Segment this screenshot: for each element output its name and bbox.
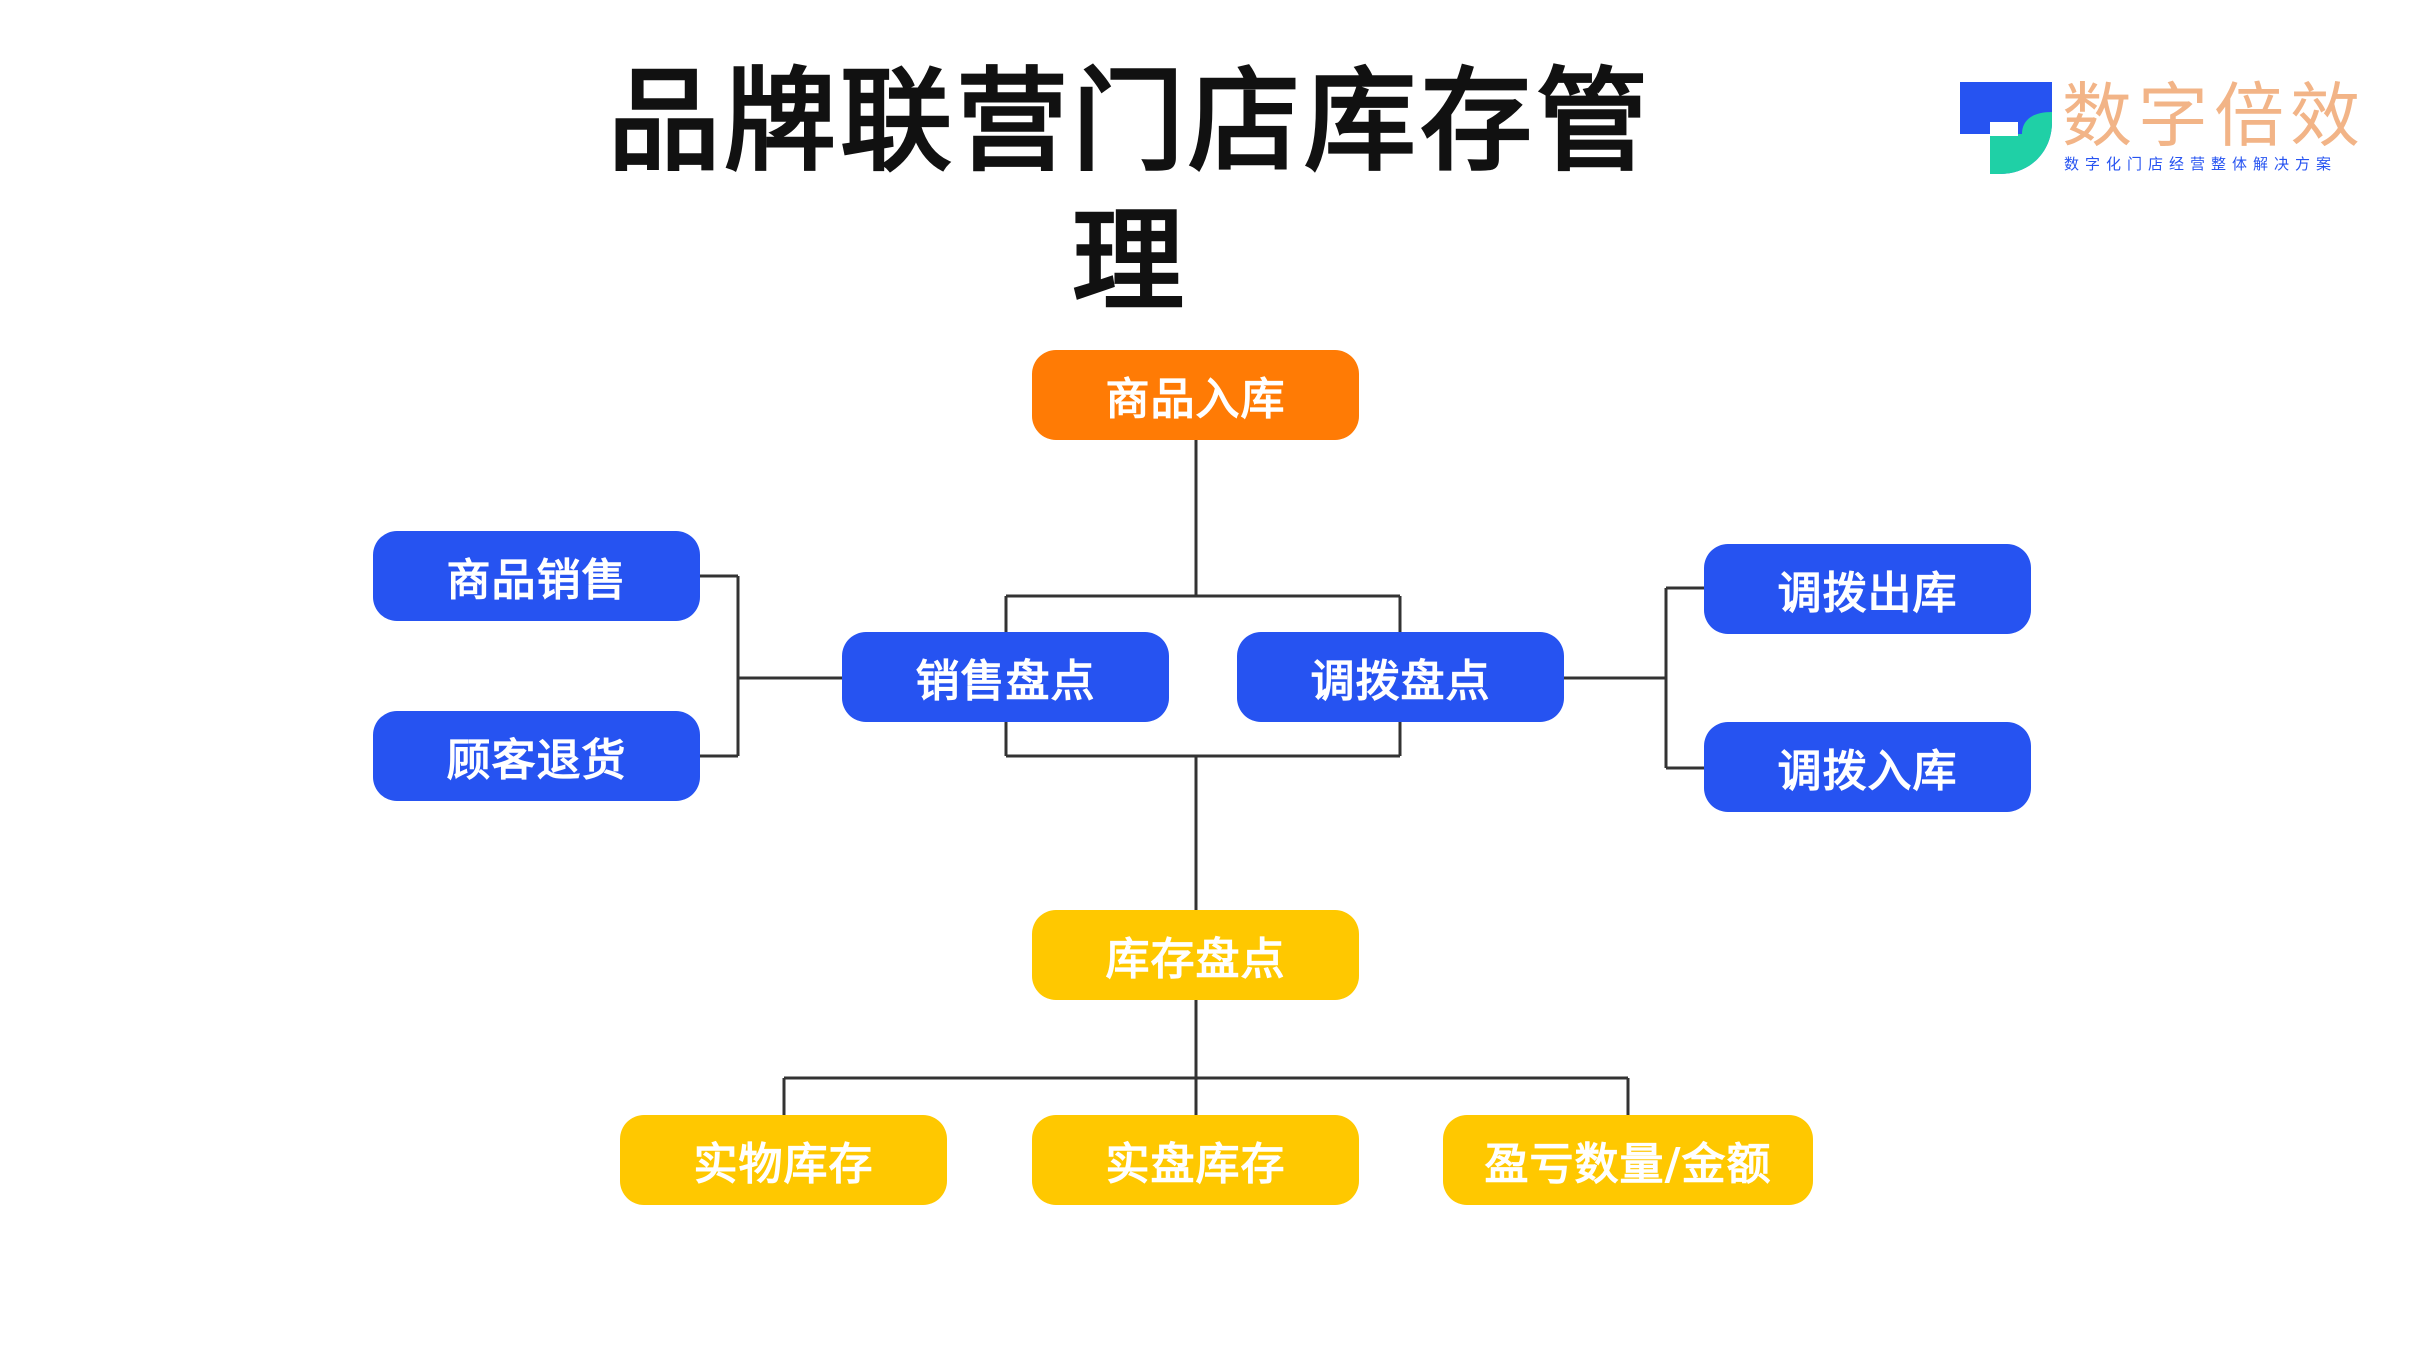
- node-goods-in: 商品入库: [1032, 350, 1359, 440]
- node-goods-sales: 商品销售: [373, 531, 700, 621]
- node-stock-check: 库存盘点: [1032, 910, 1359, 1000]
- brand-logo: 数字倍效 数字化门店经营整体解决方案: [1960, 78, 2360, 180]
- brand-mark-icon: [1960, 82, 2052, 174]
- node-counted-stock: 实盘库存: [1032, 1115, 1359, 1205]
- brand-name: 数字倍效: [2062, 75, 2366, 157]
- node-transfer-check: 调拨盘点: [1237, 632, 1564, 722]
- brand-tagline: 数字化门店经营整体解决方案: [2064, 155, 2338, 173]
- node-transfer-in: 调拨入库: [1704, 722, 2031, 812]
- page-title: 品牌联营门店库存管理: [608, 57, 1652, 327]
- node-gain-loss: 盈亏数量/金额: [1443, 1115, 1813, 1205]
- node-customer-return: 顾客退货: [373, 711, 700, 801]
- node-transfer-out: 调拨出库: [1704, 544, 2031, 634]
- node-sales-check: 销售盘点: [842, 632, 1169, 722]
- node-physical-stock: 实物库存: [620, 1115, 947, 1205]
